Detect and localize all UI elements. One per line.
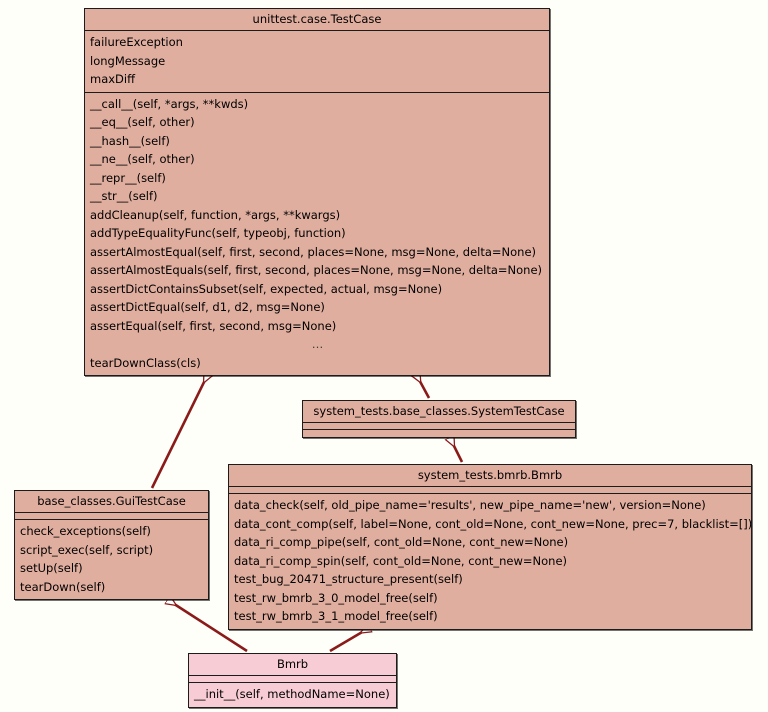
methods-compartment: check_exceptions(self) script_exec(self,…: [15, 520, 208, 599]
method-row: __ne__(self, other): [90, 152, 195, 166]
method-row: check_exceptions(self): [20, 524, 151, 538]
method-row: __eq__(self, other): [90, 115, 195, 129]
methods-truncated-ellipsis: …: [311, 337, 325, 351]
methods-compartment: data_check(self, old_pipe_name='results'…: [229, 494, 751, 629]
method-row: data_cont_comp(self, label=None, cont_ol…: [234, 516, 751, 531]
method-row: __init__(self, methodName=None): [194, 687, 390, 701]
methods-compartment: __call__(self, *args, **kwds) __eq__(sel…: [85, 93, 549, 376]
attributes-compartment: [189, 676, 396, 683]
method-row: tearDownClass(cls): [90, 355, 201, 370]
method-row: __repr__(self): [90, 170, 166, 185]
edge-bmrb-to-guitestcase: [168, 600, 248, 653]
edge-bmrbsystem-to-systemtestcase: [450, 438, 464, 463]
method-row: data_check(self, old_pipe_name='results'…: [234, 498, 706, 512]
method-row: __str__(self): [90, 189, 158, 203]
attribute-row: failureException: [90, 35, 183, 49]
edge-guitestcase-to-testcase: [150, 374, 208, 489]
method-row: assertDictContainsSubset(self, expected,…: [90, 281, 443, 296]
method-row: data_ri_comp_pipe(self, cont_old=None, c…: [234, 535, 569, 549]
edge-bmrb-to-bmrbsystem: [329, 628, 369, 653]
method-row: tearDown(self): [20, 579, 106, 594]
class-box-system-tests-base-classes-systemtestcase[interactable]: system_tests.base_classes.SystemTestCase: [302, 400, 576, 438]
edge-systemtestcase-to-testcase: [416, 374, 431, 399]
method-row: test_rw_bmrb_3_1_model_free(self): [234, 609, 438, 623]
attributes-compartment: [303, 423, 575, 430]
method-row: assertAlmostEqual(self, first, second, p…: [90, 244, 537, 259]
method-row: setUp(self): [20, 561, 83, 575]
attributes-compartment: failureException longMessage maxDiff: [85, 31, 549, 93]
class-box-system-tests-bmrb-bmrb[interactable]: system_tests.bmrb.Bmrb data_check(self, …: [228, 464, 752, 630]
method-row: __call__(self, *args, **kwds): [90, 96, 249, 111]
methods-compartment: __init__(self, methodName=None): [189, 683, 396, 707]
class-title: system_tests.base_classes.SystemTestCase: [303, 401, 575, 423]
class-title: system_tests.bmrb.Bmrb: [229, 465, 751, 487]
method-row: __hash__(self): [90, 133, 170, 148]
class-title: unittest.case.TestCase: [85, 9, 549, 31]
method-row: assertEqual(self, first, second, msg=Non…: [90, 318, 337, 333]
method-row: test_bug_20471_structure_present(self): [234, 572, 463, 586]
class-box-bmrb[interactable]: Bmrb __init__(self, methodName=None): [188, 653, 397, 708]
class-title: Bmrb: [189, 654, 396, 676]
method-row: script_exec(self, script): [20, 542, 154, 557]
method-row: assertDictEqual(self, d1, d2, msg=None): [90, 300, 325, 314]
methods-compartment: [303, 430, 575, 437]
class-title: base_classes.GuiTestCase: [15, 491, 208, 513]
class-box-base-classes-guitestcase[interactable]: base_classes.GuiTestCase check_exception…: [14, 490, 209, 600]
attributes-compartment: [15, 513, 208, 520]
method-row: data_ri_comp_spin(self, cont_old=None, c…: [234, 553, 568, 568]
method-row: assertAlmostEquals(self, first, second, …: [90, 263, 543, 277]
method-row: addCleanup(self, function, *args, **kwar…: [90, 207, 341, 222]
attribute-row: maxDiff: [90, 72, 136, 86]
method-row: test_rw_bmrb_3_0_model_free(self): [234, 590, 438, 605]
class-box-unittest-case-testcase[interactable]: unittest.case.TestCase failureException …: [84, 8, 550, 376]
attributes-compartment: [229, 487, 751, 494]
attribute-row: longMessage: [90, 53, 166, 68]
method-row: addTypeEqualityFunc(self, typeobj, funct…: [90, 226, 346, 240]
